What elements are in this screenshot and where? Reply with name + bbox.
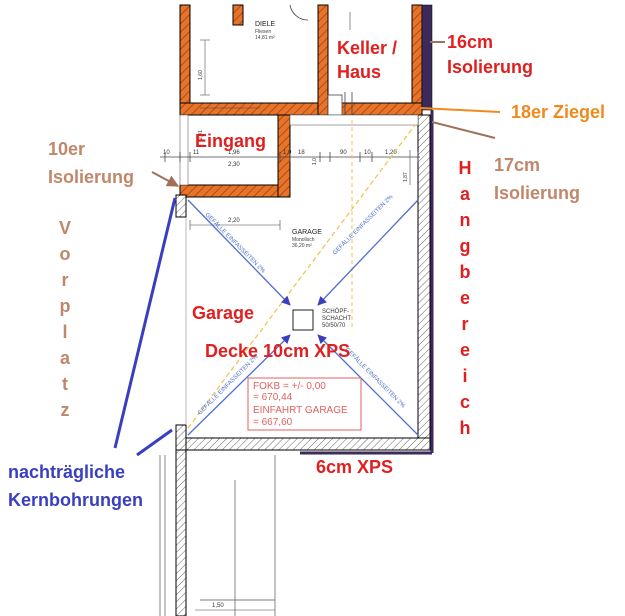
pointer-18er-ziegel — [419, 107, 501, 113]
keller-haus-label: Keller / Haus — [337, 36, 397, 84]
keller-haus-line2: Haus — [337, 62, 382, 82]
isolierung-17-label: 17cm Isolierung — [494, 151, 580, 207]
dashed-diagonal — [187, 124, 416, 429]
kernbohrungen-label: nachträgliche Kernbohrungen — [8, 458, 143, 514]
isolierung-16-line2: Isolierung — [447, 57, 534, 77]
isolierung-17-line2: Isolierung — [494, 183, 581, 203]
hangbereich-letter: H — [458, 158, 472, 178]
vorplatz-letter: t — [62, 374, 68, 394]
dim-top-6: 90 — [340, 150, 347, 156]
hangbereich-letter: e — [459, 340, 470, 360]
schacht-line3: 50/50/70 — [322, 323, 346, 329]
dim-bottom: 1,50 — [212, 603, 224, 609]
dim-top-0: 10 — [163, 150, 170, 156]
dim-top-4: 1,0 — [283, 150, 292, 156]
vorplatz-letter: o — [59, 244, 71, 264]
dim-small: 1,0 — [312, 158, 318, 165]
garage-walls — [175, 110, 434, 616]
hangbereich-letter: e — [459, 288, 470, 308]
xps-6-label: 6cm XPS — [316, 457, 394, 477]
lower-drive-lines — [159, 455, 276, 616]
dimension-left-diele — [200, 39, 210, 96]
hangbereich-letter: c — [459, 392, 470, 412]
garage-sub2: 36,20 m² — [292, 243, 312, 249]
isolierung-10-line1: 10er — [48, 139, 86, 159]
vorplatz-letter: a — [59, 348, 70, 368]
isolierung-17-line1: 17cm — [494, 155, 541, 175]
hangbereich-letter: r — [461, 314, 469, 334]
hangbereich-letter: i — [462, 366, 468, 386]
ziegel-18-label: 18er Ziegel — [511, 102, 606, 122]
eingang-label: Eingang — [195, 131, 266, 151]
fokb-box — [247, 377, 362, 431]
einfahrt-line1: EINFAHRT GARAGE — [253, 405, 348, 416]
pointer-kern-1 — [113, 197, 177, 449]
isolierung-16-label: 16cm Isolierung — [447, 30, 533, 80]
garage-label: Garage — [192, 303, 255, 323]
fokb-line2: = 670,44 — [253, 392, 293, 403]
vorplatz-letter: V — [58, 218, 71, 238]
pointer-kern-2 — [136, 428, 173, 457]
dimension-line-top: 10 11 1,96 2,30 1,0 18 90 10 1,20 — [160, 150, 420, 168]
kernbohrungen-line1: nachträgliche — [8, 462, 126, 482]
vorplatz-letter: r — [61, 270, 69, 290]
fokb-line1: FOKB = +/- 0,00 — [253, 381, 326, 392]
schacht-square — [292, 309, 314, 331]
dim-top-2: 1,96 — [228, 150, 240, 156]
dim-left-upper: 1,60 — [198, 70, 204, 80]
dim-left-mid: 2,01 — [198, 130, 204, 140]
dim-top-1: 11 — [193, 150, 200, 156]
keller-haus-line1: Keller / — [337, 38, 398, 58]
pointer-17cm — [431, 121, 496, 139]
diele-name: DIELE — [255, 21, 276, 28]
hangbereich-letter: h — [459, 418, 471, 438]
dim-garage: 2,20 — [228, 218, 240, 224]
vorplatz-letter: p — [59, 296, 71, 316]
hangbereich-letter: g — [459, 236, 471, 256]
isolierung-10-label: 10er Isolierung — [48, 135, 134, 191]
diele-sub2: 14,81 m² — [255, 35, 275, 41]
dimension-line-bottom: 1,50 — [195, 603, 275, 611]
diele-sub1: Fliesen — [255, 29, 271, 35]
vorplatz-letter: z — [60, 400, 70, 420]
gefaelle-label-2: GEFÄLLE EINFASSEITEN 2% — [331, 193, 394, 256]
garage-name: GARAGE — [292, 229, 322, 236]
pointer-10er — [151, 171, 180, 187]
dim-top-3: 2,30 — [228, 162, 240, 168]
dim-top-5: 18 — [298, 150, 305, 156]
hangbereich-letter: a — [459, 184, 470, 204]
dimension-right: 1,87 1,60 2,01 1,0 — [198, 70, 411, 185]
vorplatz-label: V o r p l a t z — [55, 215, 75, 423]
dim-right: 1,87 — [403, 172, 409, 182]
schacht-line2: SCHACHT — [322, 316, 351, 322]
fall-lines — [187, 199, 419, 436]
dimension-line-garage: 2,20 — [189, 218, 281, 230]
isolierung-10-line2: Isolierung — [48, 167, 135, 187]
hangbereich-label: H a n g b e r e i c h — [455, 155, 475, 441]
isolierung-16-line1: 16cm — [447, 32, 494, 52]
kernbohrungen-line2: Kernbohrungen — [8, 490, 143, 510]
dim-top-8: 1,20 — [385, 150, 397, 156]
hangbereich-letter: n — [459, 210, 471, 230]
decke-xps-label: Decke 10cm XPS — [205, 341, 351, 361]
schacht-line1: SCHÖPF- — [322, 308, 349, 315]
dim-top-7: 10 — [364, 150, 371, 156]
einfahrt-line2: = 667,60 — [253, 417, 293, 428]
eingang-walls — [179, 114, 291, 198]
vorplatz-letter: l — [62, 322, 68, 342]
hangbereich-letter: b — [459, 262, 471, 282]
garage-sub1: Monolisch — [292, 237, 315, 243]
